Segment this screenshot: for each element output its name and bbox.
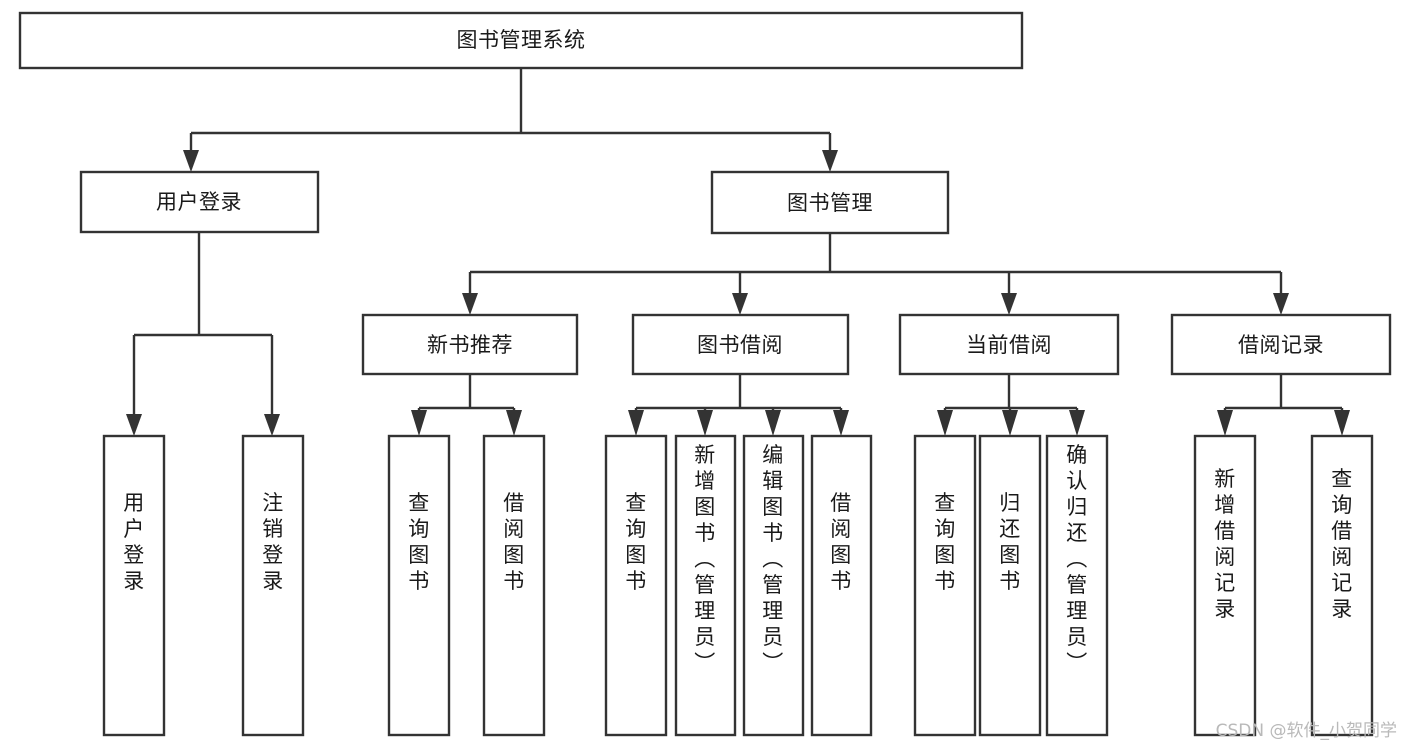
connector-group-current-borrow <box>937 374 1085 436</box>
leaf-node[interactable]: 新增借阅记录 <box>1193 434 1257 737</box>
arrow-head-leaf-current-borrow-2 <box>1069 410 1085 436</box>
node-user-login-label: 用户登录 <box>156 190 242 214</box>
leaf-book-borrow-0-label: 查询图书 <box>625 491 647 593</box>
connector-group-root <box>183 68 838 172</box>
leaf-borrow-record-1-label: 查询借阅记录 <box>1331 467 1353 621</box>
arrow-head-leaf-book-borrow-3 <box>833 410 849 436</box>
node-borrow-record[interactable]: 借阅记录 <box>1170 313 1392 376</box>
node-new-book-recommend-label: 新书推荐 <box>427 333 513 357</box>
leaf-book-borrow-3-box[interactable] <box>810 434 873 737</box>
leaf-book-borrow-3-label: 借阅图书 <box>830 491 852 593</box>
node-current-borrowing-box[interactable] <box>898 313 1120 376</box>
leaf-new-book-rec-0-label: 查询图书 <box>408 491 430 593</box>
arrow-head-current-borrow <box>1001 293 1017 315</box>
leaf-node[interactable]: 查询图书 <box>604 434 668 737</box>
node-current-borrowing[interactable]: 当前借阅 <box>898 313 1120 376</box>
node-book-management-box[interactable] <box>710 170 950 235</box>
leaf-new-book-rec-1-label: 借阅图书 <box>503 491 525 593</box>
connector-group-book-borrow <box>628 374 849 436</box>
leaf-current-borrow-2-box[interactable] <box>1045 434 1109 737</box>
node-book-borrowing-box[interactable] <box>631 313 850 376</box>
node-root-system[interactable]: 图书管理系统 <box>18 11 1024 70</box>
arrow-head-leaf-user-login-0 <box>126 414 142 436</box>
leaf-node[interactable]: 查询借阅记录 <box>1310 434 1374 737</box>
node-root-system-box[interactable] <box>18 11 1024 70</box>
arrow-head-leaf-book-borrow-1 <box>697 410 713 436</box>
leaf-node[interactable]: 查询图书 <box>913 434 977 737</box>
leaf-user-login-0-box[interactable] <box>102 434 166 737</box>
leaf-new-book-rec-1-box[interactable] <box>482 434 546 737</box>
arrow-head-leaf-borrow-record-0 <box>1217 410 1233 436</box>
node-borrow-record-label: 借阅记录 <box>1238 333 1324 357</box>
connector-group-book-mgmt <box>462 233 1289 315</box>
arrow-head-book-mgmt <box>822 150 838 172</box>
leaf-node[interactable]: 新增图书︵管理员︶ <box>674 434 737 737</box>
arrow-head-new-book-rec <box>462 293 478 315</box>
node-new-book-recommend[interactable]: 新书推荐 <box>361 313 579 376</box>
leaf-current-borrow-0-label: 查询图书 <box>934 491 956 593</box>
arrow-head-leaf-book-borrow-2 <box>765 410 781 436</box>
leaf-book-borrow-2-box[interactable] <box>742 434 805 737</box>
connector-group-borrow-record <box>1217 374 1350 436</box>
leaf-node[interactable]: 查询图书 <box>387 434 451 737</box>
arrow-head-leaf-new-book-rec-0 <box>411 410 427 436</box>
node-root-system-label: 图书管理系统 <box>457 28 586 52</box>
node-new-book-recommend-box[interactable] <box>361 313 579 376</box>
leaf-user-login-0-label: 用户登录 <box>123 491 145 593</box>
arrow-head-borrow-record <box>1273 293 1289 315</box>
leaf-node[interactable]: 借阅图书 <box>810 434 873 737</box>
leaf-user-login-1-label: 注销登录 <box>262 491 284 593</box>
leaf-node[interactable]: 用户登录 <box>102 434 166 737</box>
leaf-borrow-record-0-label: 新增借阅记录 <box>1214 467 1236 621</box>
leaf-book-borrow-1-box[interactable] <box>674 434 737 737</box>
leaf-new-book-rec-0-box[interactable] <box>387 434 451 737</box>
node-book-management[interactable]: 图书管理 <box>710 170 950 235</box>
leaf-book-borrow-1-label: 新增图书︵管理员︶ <box>694 443 716 675</box>
leaf-node[interactable]: 编辑图书︵管理员︶ <box>742 434 805 737</box>
arrow-head-leaf-user-login-1 <box>264 414 280 436</box>
node-current-borrowing-label: 当前借阅 <box>966 333 1052 357</box>
leaf-node[interactable]: 注销登录 <box>241 434 305 737</box>
node-borrow-record-box[interactable] <box>1170 313 1392 376</box>
connector-group-new-book-rec <box>411 374 522 436</box>
leaf-node[interactable]: 确认归还︵管理员︶ <box>1045 434 1109 737</box>
node-user-login[interactable]: 用户登录 <box>79 170 320 234</box>
arrow-head-book-borrow <box>732 293 748 315</box>
leaf-current-borrow-0-box[interactable] <box>913 434 977 737</box>
leaf-user-login-1-box[interactable] <box>241 434 305 737</box>
leaf-borrow-record-1-box[interactable] <box>1310 434 1374 737</box>
leaf-node[interactable]: 归还图书 <box>978 434 1042 737</box>
leaf-book-borrow-0-box[interactable] <box>604 434 668 737</box>
leaf-current-borrow-1-box[interactable] <box>978 434 1042 737</box>
arrow-head-leaf-current-borrow-1 <box>1002 410 1018 436</box>
leaf-borrow-record-0-box[interactable] <box>1193 434 1257 737</box>
arrow-head-leaf-new-book-rec-1 <box>506 410 522 436</box>
node-user-login-box[interactable] <box>79 170 320 234</box>
leaf-current-borrow-2-label: 确认归还︵管理员︶ <box>1066 443 1088 675</box>
leaf-current-borrow-1-label: 归还图书 <box>999 491 1021 593</box>
leaf-node[interactable]: 借阅图书 <box>482 434 546 737</box>
node-book-borrowing-label: 图书借阅 <box>697 333 783 357</box>
arrow-head-user-login <box>183 150 199 172</box>
node-book-borrowing[interactable]: 图书借阅 <box>631 313 850 376</box>
arrow-head-leaf-book-borrow-0 <box>628 410 644 436</box>
arrow-head-leaf-borrow-record-1 <box>1334 410 1350 436</box>
connector-group-user-login <box>126 232 280 436</box>
arrow-head-leaf-current-borrow-0 <box>937 410 953 436</box>
leaf-book-borrow-2-label: 编辑图书︵管理员︶ <box>762 443 784 675</box>
node-book-management-label: 图书管理 <box>787 191 873 215</box>
